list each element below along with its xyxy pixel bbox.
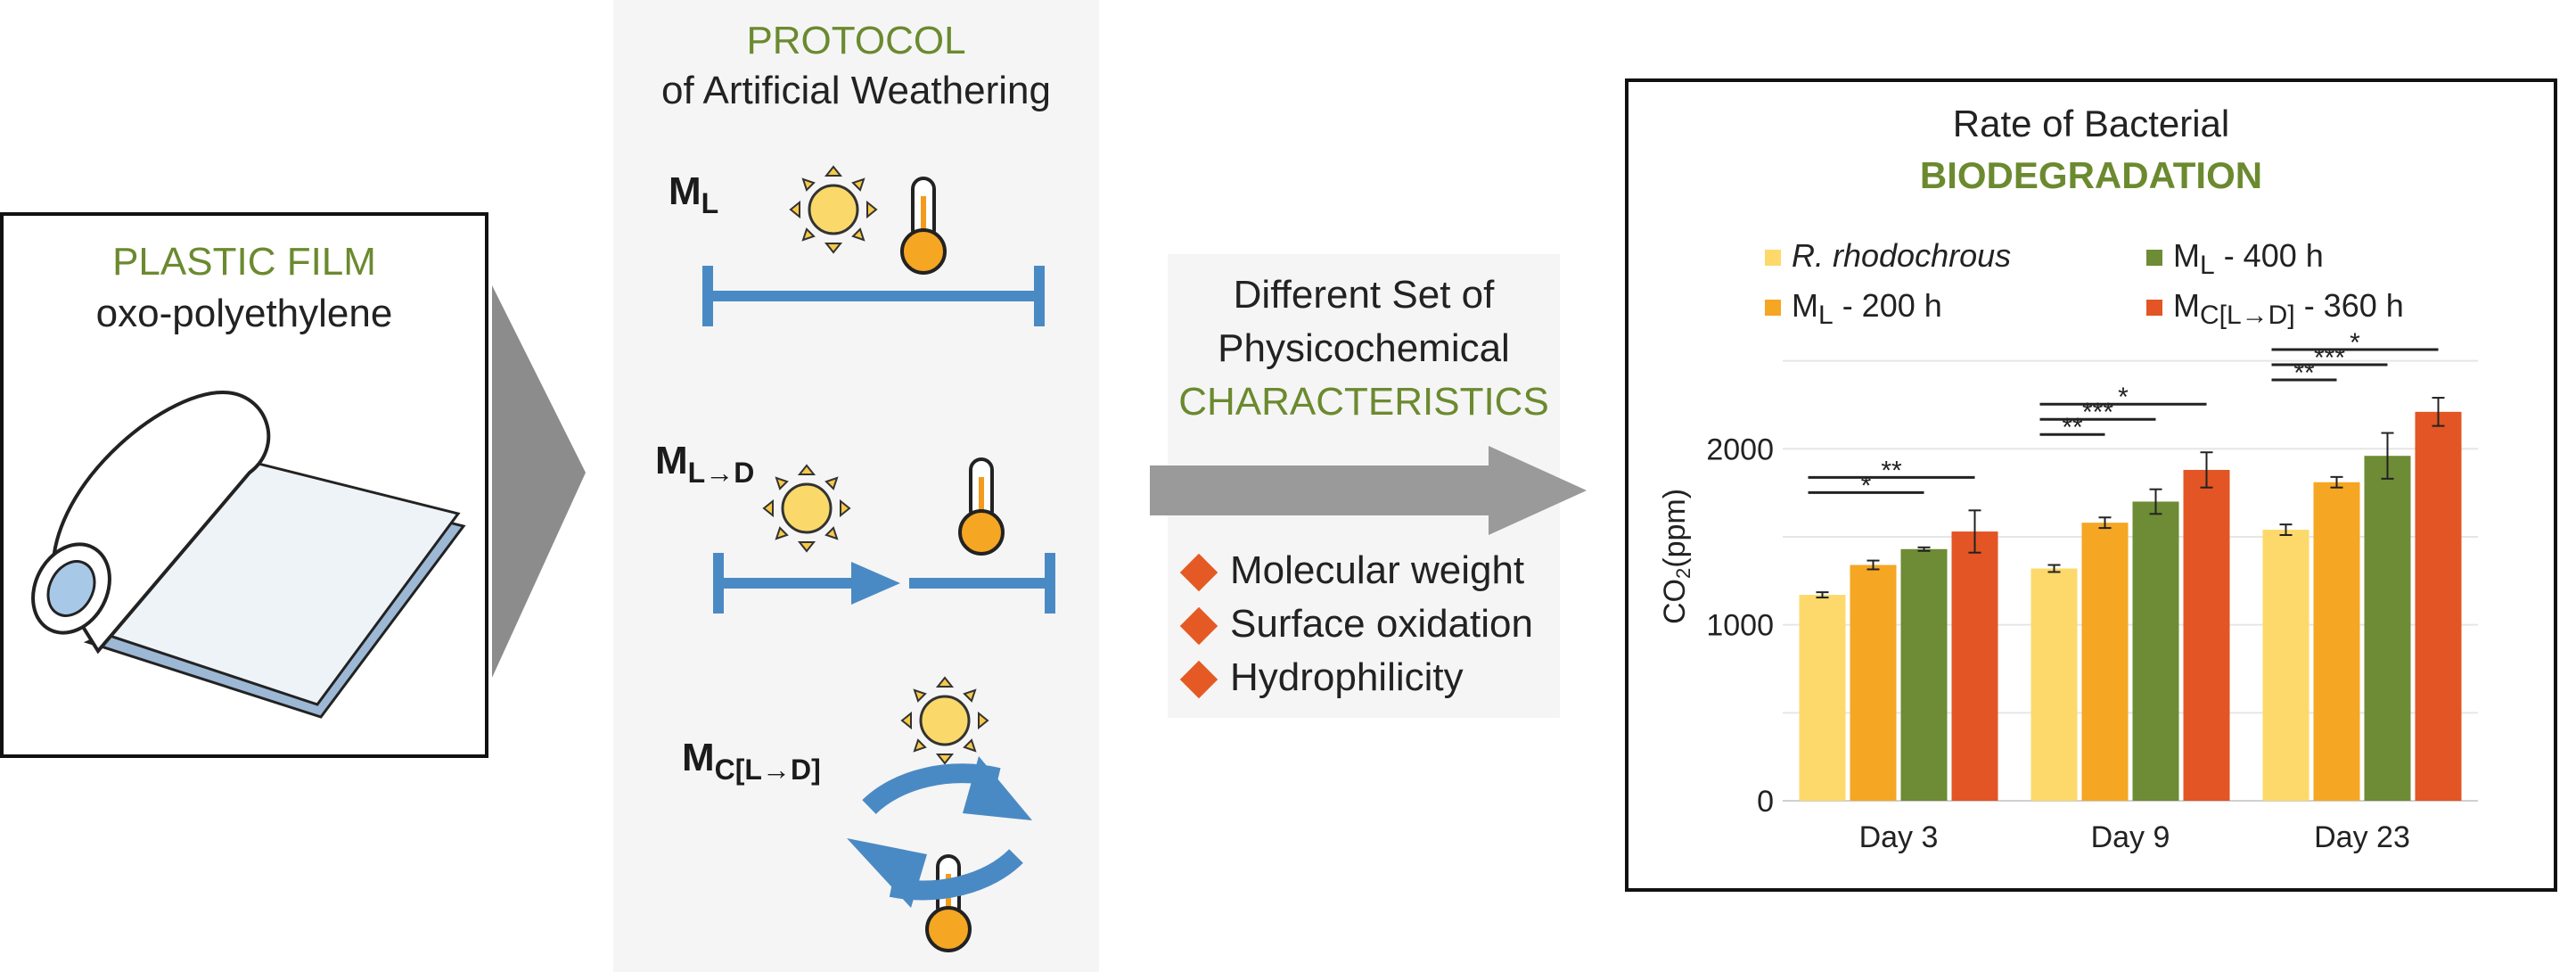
- protocol-title: PROTOCOL: [746, 19, 966, 62]
- list-item: Hydrophilicity: [1179, 651, 1533, 704]
- x-tick-label: Day 9: [2091, 820, 2170, 854]
- protocol-subtitle: of Artificial Weathering: [661, 69, 1051, 112]
- flow-arrow-icon: [492, 285, 586, 678]
- chart-title-highlight: BIODEGRADATION: [1919, 154, 2263, 196]
- legend-swatch: [1765, 300, 1781, 317]
- characteristics-title: CHARACTERISTICS: [1178, 380, 1549, 424]
- significance-label: ***: [2314, 343, 2345, 373]
- method-label-mcld: MC[L→D]: [682, 736, 821, 786]
- legend-swatch: [2146, 300, 2162, 317]
- bar: [2132, 501, 2179, 801]
- bar: [1799, 595, 1846, 801]
- bar: [2081, 523, 2129, 801]
- characteristics-line2: Physicochemical: [1218, 326, 1510, 370]
- bar: [2262, 530, 2309, 801]
- legend-swatch: [2146, 250, 2162, 267]
- y-tick-label: 2000: [1706, 432, 1774, 466]
- chart-title: Rate of Bacterial: [1952, 103, 2230, 144]
- bar: [1850, 564, 1897, 801]
- legend-item-1: ML - 200 h: [1765, 287, 1942, 331]
- bar: [2030, 568, 2078, 801]
- legend-swatch: [1765, 250, 1781, 267]
- method-label-mld: ML→D: [655, 439, 755, 489]
- legend-item-3: MC[L→D] - 360 h: [2146, 287, 2404, 331]
- protocol-diagrams: [702, 165, 1055, 952]
- significance-label: *: [2350, 328, 2360, 358]
- significance-label: ***: [2082, 398, 2113, 427]
- significance-label: **: [2062, 413, 2083, 442]
- film-roll-icon: [31, 390, 466, 719]
- big-arrow-icon: [1150, 446, 1587, 535]
- bar: [2183, 469, 2230, 801]
- significance-label: *: [2118, 383, 2129, 412]
- list-item: Molecular weight: [1179, 544, 1533, 597]
- bar: [1951, 531, 1998, 801]
- x-tick-label: Day 23: [2314, 820, 2410, 854]
- y-tick-label: 1000: [1706, 609, 1774, 643]
- legend-item-0: R. rhodochrous: [1765, 237, 2011, 275]
- bar: [2364, 456, 2411, 801]
- legend-item-2: ML - 400 h: [2146, 237, 2324, 281]
- bar: [1900, 548, 1948, 801]
- chart-box: [1625, 78, 2557, 892]
- plastic-film-subtitle: oxo-polyethylene: [95, 292, 393, 335]
- x-tick-label: Day 3: [1859, 820, 1939, 854]
- significance-label: **: [2293, 358, 2315, 388]
- y-tick-label: 0: [1757, 785, 1774, 819]
- characteristics-line1: Different Set of: [1233, 273, 1495, 317]
- significance-label: **: [1881, 456, 1902, 485]
- significance-label: *: [1861, 471, 1872, 500]
- plastic-film-title: PLASTIC FILM: [112, 240, 376, 284]
- characteristics-list: Molecular weight Surface oxidation Hydro…: [1179, 544, 1533, 704]
- method-label-ml: ML: [669, 169, 719, 219]
- bar: [2313, 482, 2360, 801]
- bar: [2415, 411, 2462, 801]
- list-item: Surface oxidation: [1179, 597, 1533, 651]
